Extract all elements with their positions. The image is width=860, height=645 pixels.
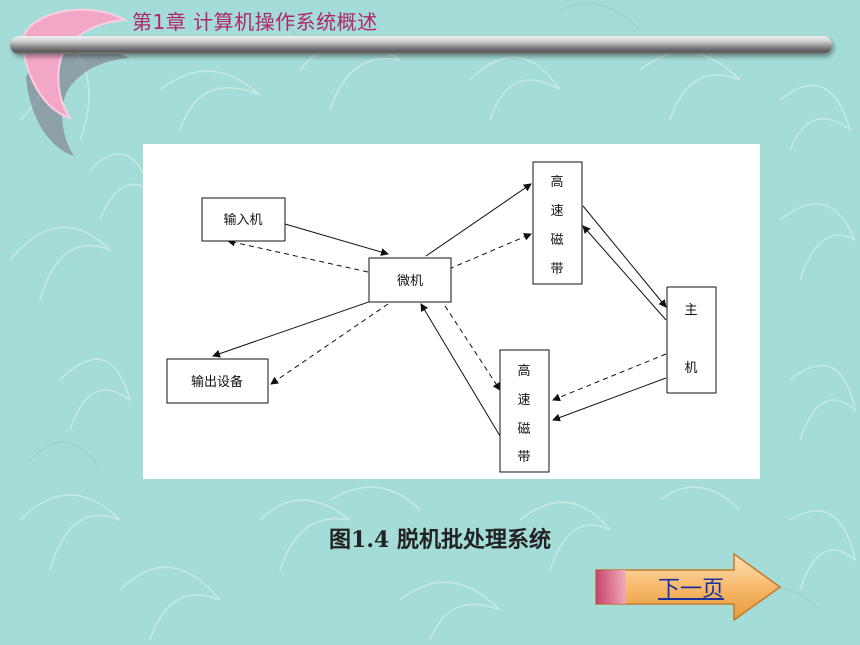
tape-bottom-char-1: 高 bbox=[517, 363, 530, 379]
offline-batch-diagram: 输入机 微机 输出设备 高 速 磁 带 高 速 磁 带 主 机 bbox=[166, 161, 717, 473]
edge-host-to-tape-bottom bbox=[552, 377, 667, 422]
figure-caption: 图1.4 脱机批处理系统 bbox=[329, 527, 551, 553]
edge-tape-bottom-to-micro bbox=[420, 303, 501, 437]
tape-top-char-3: 磁 bbox=[550, 233, 563, 248]
control-host-to-tape-bottom bbox=[552, 353, 667, 402]
chapter-title: 第1章 计算机操作系统概述 bbox=[132, 10, 378, 34]
control-micro-to-input bbox=[227, 238, 369, 273]
tape-bottom-char-2: 速 bbox=[517, 393, 530, 408]
node-input: 输入机 bbox=[201, 197, 286, 242]
node-input-label: 输入机 bbox=[223, 212, 262, 228]
edge-input-to-micro bbox=[284, 223, 389, 256]
host-char-1: 主 bbox=[684, 303, 697, 318]
edge-tape-top-to-host bbox=[582, 205, 667, 308]
node-tape-top: 高 速 磁 带 bbox=[532, 161, 583, 285]
tape-bottom-char-4: 带 bbox=[517, 450, 530, 465]
node-host: 主 机 bbox=[666, 286, 717, 394]
node-output-label: 输出设备 bbox=[191, 374, 243, 390]
edge-micro-to-tape-top bbox=[425, 183, 532, 257]
arrow-tail-accent bbox=[596, 570, 626, 604]
diagram-panel: 输入机 微机 输出设备 高 速 磁 带 高 速 磁 带 主 机 bbox=[143, 144, 760, 479]
tape-top-char-1: 高 bbox=[550, 174, 563, 190]
tape-top-char-2: 速 bbox=[550, 204, 563, 219]
tape-top-char-4: 带 bbox=[550, 262, 563, 277]
edge-host-to-tape-top bbox=[582, 225, 667, 321]
node-micro-label: 微机 bbox=[397, 274, 423, 289]
host-char-2: 机 bbox=[684, 361, 697, 376]
node-tape-bottom: 高 速 磁 带 bbox=[499, 349, 550, 473]
tape-bottom-char-3: 磁 bbox=[517, 422, 530, 437]
node-micro: 微机 bbox=[368, 257, 452, 303]
title-bar bbox=[10, 36, 832, 54]
next-page-button[interactable] bbox=[594, 552, 782, 622]
control-micro-to-output bbox=[270, 303, 389, 385]
logo-swoosh bbox=[20, 8, 129, 156]
node-output: 输出设备 bbox=[166, 358, 269, 404]
control-micro-to-tape-bottom bbox=[444, 305, 501, 391]
control-micro-to-tape-top bbox=[448, 233, 532, 270]
edge-micro-to-output bbox=[212, 296, 384, 358]
